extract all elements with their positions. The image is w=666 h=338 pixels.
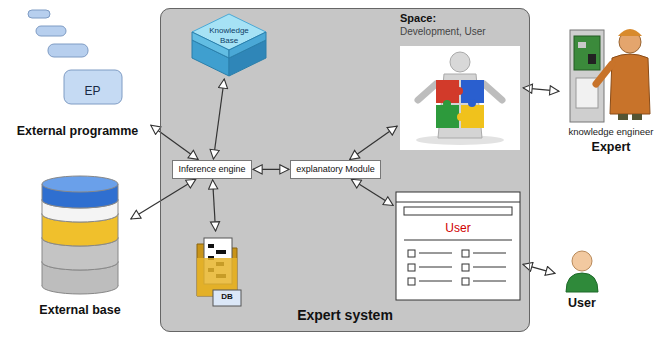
engineer-figure	[596, 64, 612, 84]
knowledge-cube	[192, 14, 266, 76]
screen-mockup	[396, 192, 520, 300]
screen-mockup	[419, 253, 452, 254]
screen-mockup	[473, 267, 506, 268]
database-cylinder	[118, 184, 119, 200]
puzzle-illustration	[400, 46, 520, 150]
program-node: EPExternal programme	[5, 5, 150, 140]
database-node: External base	[30, 175, 130, 325]
engineer-figure	[574, 36, 600, 70]
screen-mockup	[419, 267, 452, 268]
database-cylinder	[42, 200, 43, 214]
double-arrow	[523, 264, 555, 273]
puzzle-illustration	[400, 46, 520, 150]
database-cylinder	[118, 238, 119, 262]
screen-mockup	[473, 253, 506, 254]
engineer-figure	[632, 114, 642, 120]
node-label: External base	[30, 303, 130, 318]
system-panel	[160, 8, 530, 332]
node-label: explanatory Module	[296, 164, 375, 175]
node-label: Development, User	[400, 26, 522, 38]
screen-mockup	[404, 207, 512, 215]
user-icon	[566, 273, 598, 292]
database-cylinder	[42, 184, 43, 200]
program-icon	[48, 44, 88, 57]
screen-mockup	[419, 281, 452, 282]
node-label: EP	[20, 84, 165, 98]
engineer-figure	[570, 29, 650, 122]
puzzle-illustration	[455, 87, 463, 95]
process-box: explanatory Module	[290, 160, 381, 179]
double-arrow	[523, 88, 559, 91]
screen-mockup	[462, 250, 469, 257]
double-arrow	[213, 180, 216, 231]
node-label: Inference engine	[178, 164, 246, 175]
double-arrow	[253, 169, 289, 170]
node-label: Knowledge Base	[204, 26, 254, 45]
screen-mockup	[396, 192, 520, 300]
double-arrow	[151, 125, 198, 159]
engineer-figure	[578, 42, 586, 48]
puzzle-illustration	[436, 105, 459, 128]
node-label: DB	[202, 292, 252, 302]
expert-actor: knowledge engineerExpert	[560, 20, 662, 172]
node-label: External programme	[5, 124, 150, 139]
knowledge-base: Knowledge Base	[188, 10, 270, 78]
program-icon	[28, 10, 50, 18]
screen-mockup	[408, 264, 415, 271]
database-cylinder	[42, 176, 118, 192]
screen-mockup	[396, 202, 520, 203]
puzzle-illustration	[468, 99, 476, 107]
puzzle-illustration	[457, 113, 465, 121]
screen-mockup	[404, 240, 512, 241]
puzzle-illustration	[450, 52, 470, 72]
database-cylinder	[42, 176, 118, 294]
database-cylinder	[42, 238, 43, 262]
screen-mockup	[473, 281, 506, 282]
program-icon	[36, 26, 66, 36]
user-icon	[572, 251, 592, 271]
process-box: Inference engine	[172, 160, 252, 179]
node-label: Space:	[400, 12, 522, 25]
double-arrow	[350, 126, 397, 159]
engineer-figure	[618, 29, 642, 36]
program-icon	[28, 10, 122, 104]
double-arrow	[213, 79, 224, 159]
database-cylinder	[42, 262, 43, 286]
space-panel: Space:Development, User	[398, 12, 522, 152]
folder-icon	[197, 238, 241, 306]
engineer-figure	[610, 54, 650, 114]
double-arrow	[131, 179, 196, 219]
puzzle-illustration	[418, 84, 502, 100]
user-actor: User	[556, 245, 608, 317]
database-cylinder	[118, 214, 119, 238]
screen-mockup	[408, 250, 415, 257]
folder-icon	[216, 250, 226, 254]
database-cylinder	[118, 262, 119, 286]
folder-icon	[208, 244, 214, 248]
database-cylinder	[42, 214, 43, 238]
user-icon	[566, 251, 598, 292]
engineer-figure	[618, 114, 628, 120]
node-label: Expert system	[161, 307, 529, 324]
database-cylinder	[118, 200, 119, 214]
node-label: User	[394, 221, 522, 235]
node-label: Expert	[560, 140, 662, 155]
user-screen: User	[394, 190, 522, 302]
double-arrow	[351, 179, 393, 205]
node-label: knowledge engineer	[560, 126, 662, 137]
puzzle-illustration	[443, 100, 451, 108]
node-label: User	[556, 296, 608, 311]
db-folder: DB	[193, 232, 243, 314]
system-container: Expert system Knowledge BaseInference eng…	[160, 8, 530, 332]
engineer-figure	[588, 54, 596, 64]
screen-mockup	[462, 278, 469, 285]
screen-mockup	[408, 278, 415, 285]
screen-mockup	[462, 264, 469, 271]
